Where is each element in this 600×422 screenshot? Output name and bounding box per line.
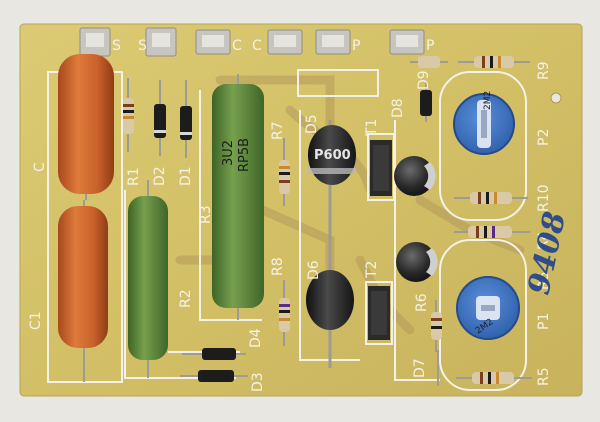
- pin-label-4: C: [252, 38, 262, 54]
- diode-d4: [182, 348, 246, 360]
- mount-hole: [550, 92, 562, 104]
- label-r3: R3: [198, 205, 214, 224]
- transistor-t2: [368, 286, 390, 340]
- label-d8: D8: [390, 98, 406, 118]
- label-p1: P1: [536, 313, 552, 330]
- transistor-t1: [370, 140, 392, 196]
- label-r5: R5: [536, 271, 552, 290]
- electrolytic-cap-bottom: [396, 242, 438, 282]
- label-r5-lower: R5: [536, 367, 552, 386]
- label-d9: D9: [416, 70, 432, 90]
- label-r9: R9: [536, 61, 552, 80]
- label-d5: D5: [304, 114, 320, 134]
- label-d7: D7: [412, 358, 428, 378]
- pin-label-2: S: [138, 38, 147, 54]
- resistor-r3: [212, 74, 264, 320]
- label-r8: R8: [270, 257, 286, 276]
- label-d6: D6: [306, 260, 322, 280]
- label-r10: R10: [536, 184, 552, 212]
- d5-marking: P600: [314, 148, 351, 163]
- resistor-r4: [454, 226, 530, 238]
- pin-label-5: P: [352, 38, 360, 54]
- label-d4: D4: [248, 328, 264, 348]
- pin-label-3: C: [232, 38, 242, 54]
- diode-d1: [180, 80, 192, 158]
- label-d3: D3: [250, 372, 266, 392]
- p2-marking: 2M2: [483, 91, 493, 110]
- resistor-r8: [279, 280, 290, 346]
- label-r7: R7: [270, 121, 286, 140]
- resistor-r6: [431, 300, 442, 352]
- label-t2: T2: [364, 261, 380, 279]
- resistor-r2: [128, 180, 168, 378]
- r3-marking-line2: RP5B: [237, 138, 252, 172]
- label-d2: D2: [152, 166, 168, 186]
- capacitor-c2: [58, 54, 114, 200]
- silkscreen-labels: S S C C P P C1 C R1 D2 D1 R2 R3 D4 D3 R7…: [28, 38, 552, 392]
- label-c1: C1: [28, 311, 44, 330]
- pin-label-6: P: [426, 38, 434, 54]
- label-p2: P2: [536, 129, 552, 146]
- resistor-r1: [123, 78, 134, 152]
- resistor-r5: [456, 372, 532, 384]
- potentiometer-p1: [456, 276, 520, 340]
- diode-d2: [154, 80, 166, 156]
- resistor-r7: [279, 138, 290, 206]
- capacitor-c1: [58, 200, 108, 382]
- label-r6: R6: [414, 293, 430, 312]
- r3-marking-line1: 3U2: [221, 140, 236, 166]
- label-d1: D1: [178, 166, 194, 186]
- diode-d8: [420, 82, 432, 122]
- connector-tab: [79, 27, 425, 57]
- electrolytic-cap-top: [394, 156, 436, 196]
- resistor-r10: [454, 192, 528, 204]
- diode-d5: [308, 120, 356, 280]
- potentiometer-p2: [453, 93, 515, 155]
- label-c2: C: [32, 162, 48, 172]
- label-r2: R2: [178, 289, 194, 308]
- pin-label-1: S: [112, 38, 121, 54]
- label-r1: R1: [126, 167, 142, 186]
- diode-d6: [306, 262, 354, 368]
- label-r4: R4: [536, 231, 552, 250]
- label-t1: T1: [364, 119, 380, 137]
- diode-d3: [180, 370, 248, 382]
- resistor-r9: [458, 56, 530, 68]
- diode-d9: [410, 56, 448, 68]
